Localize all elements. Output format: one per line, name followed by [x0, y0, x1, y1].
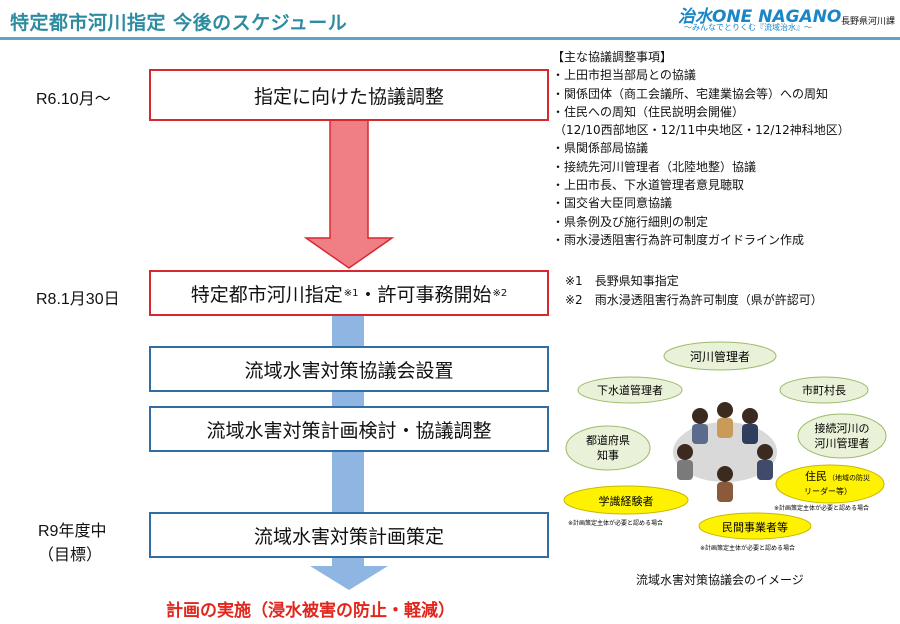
logo-text: 治水ONE NAGANO — [678, 7, 842, 27]
coordination-notes: 【主な協議調整事項】 ・上田市担当部局との協議 ・関係団体（商工会議所、宅建業協… — [552, 48, 850, 249]
note-item: ・県関係部局協議 — [552, 141, 649, 156]
period-r8: R8.1月30日 — [36, 291, 120, 308]
note-item: ・接続先河川管理者（北陸地整）協議 — [552, 159, 757, 174]
note-item-detail: （12/10西部地区・12/11中央地区・12/12神科地区） — [554, 123, 850, 138]
step-plan-review: 流域水害対策計画検討・協議調整 — [149, 406, 549, 452]
step-designation-mid: ・許可事務開始 — [358, 283, 492, 306]
step-council: 流域水害対策協議会設置 — [149, 346, 549, 392]
experts-condition-note: ※計画策定主体が必要と認める場合 — [568, 519, 663, 527]
note-item: ・雨水浸透阻害行為許可制度ガイドライン作成 — [552, 232, 805, 247]
note-item: ・県条例及び施行細則の制定 — [552, 214, 709, 229]
step-coordination: 指定に向けた協議調整 — [149, 69, 549, 121]
member-governor: 知事 — [597, 448, 619, 462]
footnote-1: ※1 長野県知事指定 — [565, 274, 679, 288]
goal-text: 計画の実施（浸水被害の防止・軽減） — [166, 601, 455, 621]
member-mayors: 市町村長 — [802, 383, 846, 397]
member-residents: 住民 — [805, 469, 827, 483]
period-target: （目標） — [38, 547, 103, 564]
note-item: ・国交省大臣同意協議 — [552, 196, 673, 211]
period-r6: R6.10月〜 — [36, 91, 111, 108]
blue-down-arrow-head — [310, 566, 388, 590]
logo: 治水ONE NAGANO 〜みんなでとりくむ『流域治水』〜 — [678, 2, 841, 34]
member-prefecture: 都道府県 — [586, 433, 630, 447]
member-residents-note2: リーダー等） — [804, 486, 852, 496]
business-condition-note: ※計画策定主体が必要と認める場合 — [700, 544, 795, 552]
footnote-mark-1: ※1 — [343, 287, 359, 299]
member-river-manager: 河川管理者 — [690, 349, 750, 364]
residents-condition-note: ※計画策定主体が必要と認める場合 — [774, 504, 869, 512]
council-illustration: 河川管理者 下水道管理者 市町村長 都道府県 知事 接続河川の 河川管理者 住民… — [560, 334, 890, 564]
step-designation: 特定都市河川指定 ※1 ・許可事務開始 ※2 — [149, 270, 549, 316]
note-item: ・上田市長、下水道管理者意見聴取 — [552, 178, 745, 193]
member-connected-river-manager: 河川管理者 — [815, 436, 870, 450]
note-item: ・関係団体（商工会議所、宅建業協会等）への周知 — [552, 86, 829, 101]
footnotes: ※1 長野県知事指定 ※2 雨水浸透阻害行為許可制度（県が許認可） — [565, 272, 823, 310]
member-experts: 学識経験者 — [599, 494, 654, 508]
department-label: 長野県河川課 — [841, 17, 896, 27]
step-designation-label: 特定都市河川指定 — [190, 283, 343, 306]
member-connected-river: 接続河川の — [815, 421, 870, 435]
notes-heading: 【主な協議調整事項】 — [552, 50, 673, 64]
note-item: ・住民への周知（住民説明会開催） — [552, 104, 745, 119]
note-item: ・上田市担当部局との協議 — [552, 68, 696, 83]
meeting-people-icon — [677, 402, 773, 502]
footnote-2: ※2 雨水浸透阻害行為許可制度（県が許認可） — [565, 293, 823, 307]
page-title: 特定都市河川指定 今後のスケジュール — [10, 12, 348, 34]
header: 特定都市河川指定 今後のスケジュール 治水ONE NAGANO 〜みんなでとりく… — [0, 0, 900, 40]
member-sewer-manager: 下水道管理者 — [597, 383, 663, 397]
member-residents-note: （地域の防災 — [828, 473, 870, 482]
illustration-caption: 流域水害対策協議会のイメージ — [636, 573, 804, 587]
logo-subtext: 〜みんなでとりくむ『流域治水』〜 — [684, 23, 812, 32]
period-r9: R9年度中 — [38, 523, 107, 540]
member-private-business: 民間事業者等 — [722, 520, 788, 534]
header-divider — [0, 37, 900, 40]
red-down-arrow — [303, 119, 395, 269]
footnote-mark-2: ※2 — [492, 287, 508, 299]
step-plan-formulation: 流域水害対策計画策定 — [149, 512, 549, 558]
